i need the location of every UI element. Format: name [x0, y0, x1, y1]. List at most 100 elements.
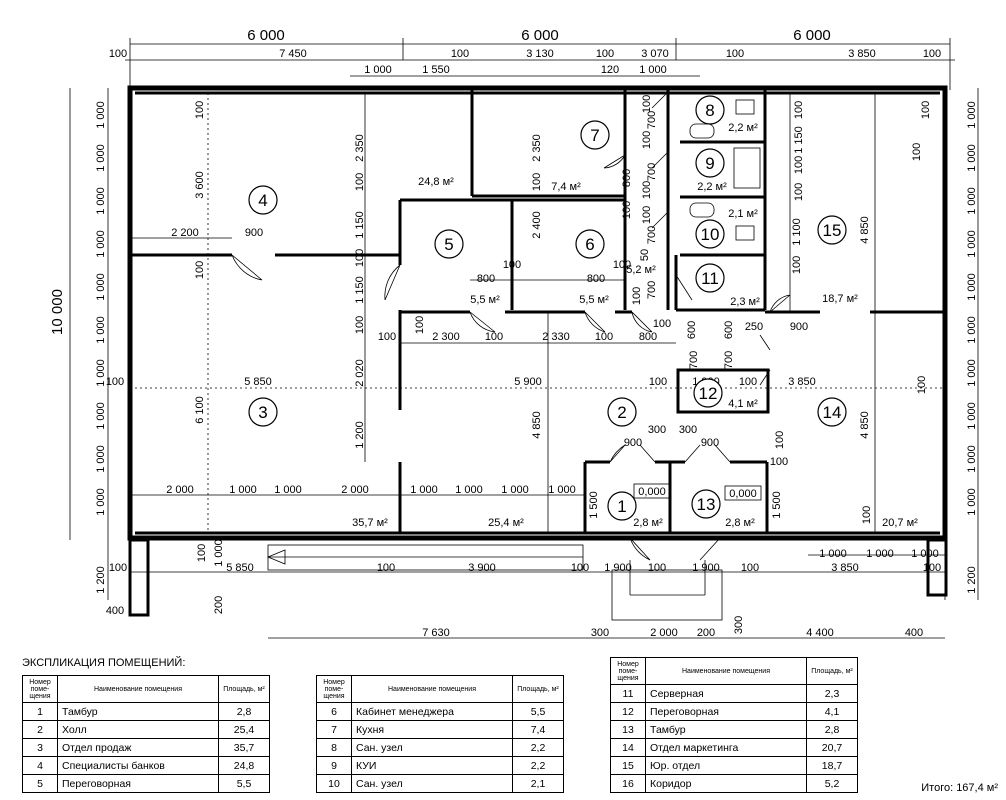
inner-dim-label: 100	[414, 316, 426, 334]
header-area: Площадь, м²	[218, 675, 270, 703]
cell-area: 5,5	[218, 774, 270, 793]
left-dim-label: 1 000	[95, 402, 107, 430]
bottom-dim-label: 1 000	[911, 548, 939, 560]
inner-dim-label: 900	[701, 437, 719, 449]
cell-num: 2	[22, 720, 58, 739]
bottom-dim-label: 400	[905, 627, 923, 639]
inner-dim-label: 100	[920, 101, 932, 119]
bottom-dim-label: 100	[109, 562, 127, 574]
svg-text:120: 120	[601, 64, 619, 76]
cell-num: 8	[316, 738, 352, 757]
inner-dim-label: 100	[631, 287, 643, 305]
inner-dim-label: 100	[595, 331, 613, 343]
cell-name: Специалисты банков	[57, 756, 219, 775]
room-number: 3	[258, 403, 267, 422]
plumbing-fixtures	[689, 99, 761, 241]
cell-num: 6	[316, 702, 352, 721]
svg-text:100: 100	[596, 48, 614, 60]
top-dim-1: 6 000	[247, 27, 285, 44]
inner-dim-label: 1 200	[354, 421, 366, 449]
inner-dim-label: 600	[723, 321, 735, 339]
bottom-dim-label: 100	[741, 562, 759, 574]
inner-dim-label: 100	[791, 256, 803, 274]
cell-name: Переговорная	[645, 702, 807, 721]
inner-dim-label: 100	[739, 376, 757, 388]
inner-dim-label: 1 150	[354, 211, 366, 239]
explication-table-3: Номер поме- щения Наименование помещения…	[610, 657, 858, 793]
inner-dim-label: 1 000	[410, 484, 438, 496]
room-number-circle	[695, 219, 725, 249]
inner-dim-label: 100	[378, 331, 396, 343]
right-dim-label: 1 000	[966, 445, 978, 473]
explication-table-2: Номер поме- щения Наименование помещения…	[316, 675, 564, 793]
cell-name: Тамбур	[57, 702, 219, 721]
construction-lines	[130, 93, 945, 639]
room-area: 2,2 м²	[728, 122, 758, 134]
cell-num: 5	[22, 774, 58, 793]
cell-name: Кухня	[351, 720, 513, 739]
header-num: Номер поме- щения	[22, 675, 58, 703]
right-dim-label: 1 200	[966, 566, 978, 594]
svg-text:7 450: 7 450	[279, 48, 307, 60]
left-dim-label: 1 000	[95, 101, 107, 129]
inner-dim-label: 100	[485, 331, 503, 343]
cell-area: 5,2	[806, 774, 858, 793]
room-area: 25,4 м²	[488, 517, 524, 529]
inner-dim-label: 100	[770, 456, 788, 468]
explication-title: ЭКСПЛИКАЦИЯ ПОМЕЩЕНИЙ:	[22, 657, 186, 669]
cell-num: 1	[22, 702, 58, 721]
top-overall-dimensions: 6 000 6 000 6 000	[129, 27, 951, 90]
inner-dim-label: 900	[624, 437, 642, 449]
inner-dim-label: 4 850	[859, 216, 871, 244]
cell-num: 11	[610, 684, 646, 703]
level-mark-2: 0,000	[729, 488, 757, 500]
left-dim-label: 1 200	[95, 566, 107, 594]
inner-dim-label: 700	[723, 351, 735, 369]
bottom-dim-label: 1 900	[692, 562, 720, 574]
cell-num: 9	[316, 756, 352, 775]
inner-dim-label: 5 850	[244, 376, 272, 388]
inner-dim-label: 2 350	[531, 134, 543, 162]
inner-dim-label: 1 000	[548, 484, 576, 496]
interior-walls	[130, 88, 945, 533]
cell-name: Тамбур	[645, 720, 807, 739]
cell-name: Юр. отдел	[645, 756, 807, 775]
bottom-dim-label: 1 900	[604, 562, 632, 574]
svg-text:100: 100	[726, 48, 744, 60]
cell-name: Холл	[57, 720, 219, 739]
exterior-walls	[127, 85, 948, 617]
inner-dim-label: 100	[793, 101, 805, 119]
right-dim-label: 1 000	[966, 187, 978, 215]
inner-dim-label: 1 000	[229, 484, 257, 496]
room-number: 7	[590, 126, 599, 145]
inner-dim-label: 1 150	[793, 126, 805, 154]
inner-dim-label: 2 350	[354, 134, 366, 162]
room-area: 20,7 м²	[882, 517, 918, 529]
bottom-dim-label: 200	[697, 627, 715, 639]
inner-dim-label: 100	[793, 183, 805, 201]
svg-text:100: 100	[923, 48, 941, 60]
room-area: 35,7 м²	[352, 517, 388, 529]
inner-dim-label: 1 000	[501, 484, 529, 496]
inner-dim-label: 4 850	[859, 411, 871, 439]
room-area: 5,5 м²	[470, 294, 500, 306]
bottom-dim-label: 1 000	[866, 548, 894, 560]
room-number-circle	[695, 95, 725, 125]
cell-num: 7	[316, 720, 352, 739]
right-dim-label: 1 000	[966, 230, 978, 258]
level-marks: 0,000 0,000	[633, 483, 762, 501]
cell-name: Отдел продаж	[57, 738, 219, 757]
header-num: Номер поме- щения	[316, 675, 352, 703]
room-number-circle	[607, 397, 637, 427]
bottom-dim-label: 400	[106, 605, 124, 617]
bottom-dim-label: 3 850	[831, 562, 859, 574]
inner-dim-label: 700	[646, 281, 658, 299]
right-dim-label: 1 000	[966, 359, 978, 387]
room-area: 4,1 м²	[728, 398, 758, 410]
